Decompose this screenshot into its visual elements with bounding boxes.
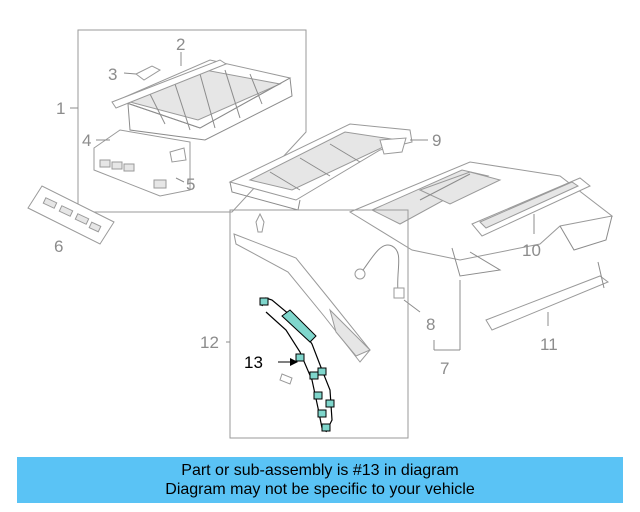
part-4-5-console [93, 129, 191, 197]
group-box-12 [226, 209, 409, 439]
info-banner: Part or sub-assembly is #13 in diagram D… [17, 457, 623, 503]
callout-2: 2 [176, 35, 185, 54]
part-2-headliner [111, 52, 293, 141]
callout-1: 1 [56, 99, 65, 118]
callout-9: 9 [432, 131, 441, 150]
callout-12: 12 [200, 333, 219, 352]
part-11-molding [485, 261, 610, 331]
part-3-clip [123, 65, 162, 81]
part-13-airbag [259, 297, 335, 433]
callout-4: 4 [82, 131, 91, 150]
part-6-lamp [27, 185, 115, 245]
callout-8: 8 [426, 315, 435, 334]
callout-7: 7 [440, 359, 449, 378]
callout-13: 13 [244, 353, 263, 372]
banner-line-2: Diagram may not be specific to your vehi… [165, 481, 475, 498]
part-10-bar [471, 177, 591, 237]
callout-11: 11 [540, 335, 558, 354]
callout-6: 6 [54, 237, 63, 256]
callout-3: 3 [108, 65, 117, 84]
parts-diagram: 1 2 3 4 5 6 7 8 9 10 11 12 13 [27, 29, 614, 439]
callout-5: 5 [186, 175, 195, 194]
banner-line-1: Part or sub-assembly is #13 in diagram [181, 462, 459, 479]
part-9-panel [228, 123, 428, 211]
callout-10: 10 [522, 241, 541, 260]
part-8-cable [354, 244, 421, 313]
